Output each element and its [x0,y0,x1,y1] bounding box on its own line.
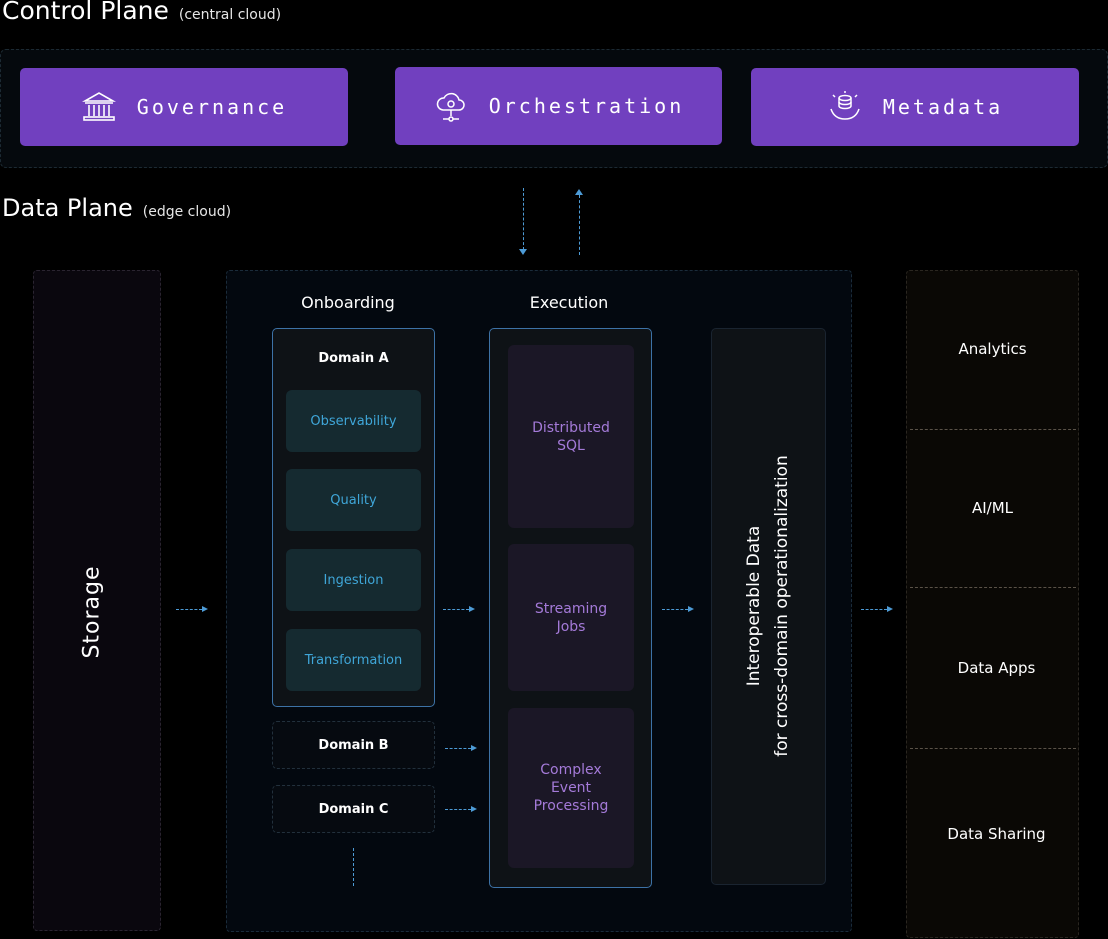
domain-a-title: Domain A [318,351,389,366]
data-plane-title: Data Plane (edge cloud) [2,194,231,222]
domain-c-to-execution-arrow [445,806,477,812]
domain-b-to-execution-arrow [445,745,477,751]
data-plane-title-text: Data Plane [2,194,133,222]
consumer-data-apps[interactable]: Data Apps [957,658,1036,677]
metadata-label: Metadata [882,95,1004,119]
consumers-panel [906,270,1079,938]
domain-c-panel[interactable]: Domain C [272,785,435,833]
domain-a-to-execution-arrow [443,606,475,612]
consumer-data-sharing[interactable]: Data Sharing [947,825,1046,843]
storage-label: Storage [79,565,105,659]
down-arrow-head [519,249,527,255]
consumer-divider [910,587,1076,588]
onboarding-heading: Onboarding [301,293,395,312]
up-arrow-line [579,195,580,255]
up-arrow-head [575,189,583,195]
data-plane-subtitle: (edge cloud) [142,204,232,220]
bank-icon [81,92,116,121]
control-plane-title-text: Control Plane [2,0,169,25]
consumer-divider [910,429,1076,430]
consumer-ai-ml[interactable]: AI/ML [971,499,1014,517]
control-plane-title: Control Plane (central cloud) [2,0,281,25]
cloud-network-icon [436,92,465,122]
exec-distributed-sql[interactable]: Distributed SQL [508,345,634,528]
execution-to-interop-arrow [662,606,694,612]
execution-heading: Execution [529,293,609,312]
database-hand-icon [830,91,860,120]
exec-streaming-jobs[interactable]: Streaming Jobs [508,544,634,691]
interop-line-2: for cross-domain operationalization [772,455,792,757]
storage-to-onboarding-arrow [176,606,208,612]
step-quality[interactable]: Quality [286,469,421,531]
step-transformation[interactable]: Transformation [286,629,421,691]
governance-button[interactable]: Governance [20,68,348,146]
step-ingestion[interactable]: Ingestion [286,549,421,611]
governance-label: Governance [136,95,288,119]
interoperable-data-label: Interoperable Data for cross-domain oper… [740,455,796,756]
orchestration-button[interactable]: Orchestration [395,67,722,145]
data-to-consumers-arrow [861,606,893,612]
consumer-analytics[interactable]: Analytics [958,340,1027,358]
step-observability[interactable]: Observability [286,390,421,452]
interop-line-1: Interoperable Data [744,525,764,687]
interoperable-data-panel [711,328,826,885]
control-plane-subtitle: (central cloud) [178,7,282,23]
domain-b-panel[interactable]: Domain B [272,721,435,769]
orchestration-label: Orchestration [488,94,685,118]
metadata-button[interactable]: Metadata [751,68,1079,146]
storage-panel [33,270,161,931]
down-arrow-line [523,188,524,250]
consumer-divider [910,748,1076,749]
exec-complex-event-processing[interactable]: Complex Event Processing [508,708,634,868]
more-domains-indicator [353,848,354,886]
